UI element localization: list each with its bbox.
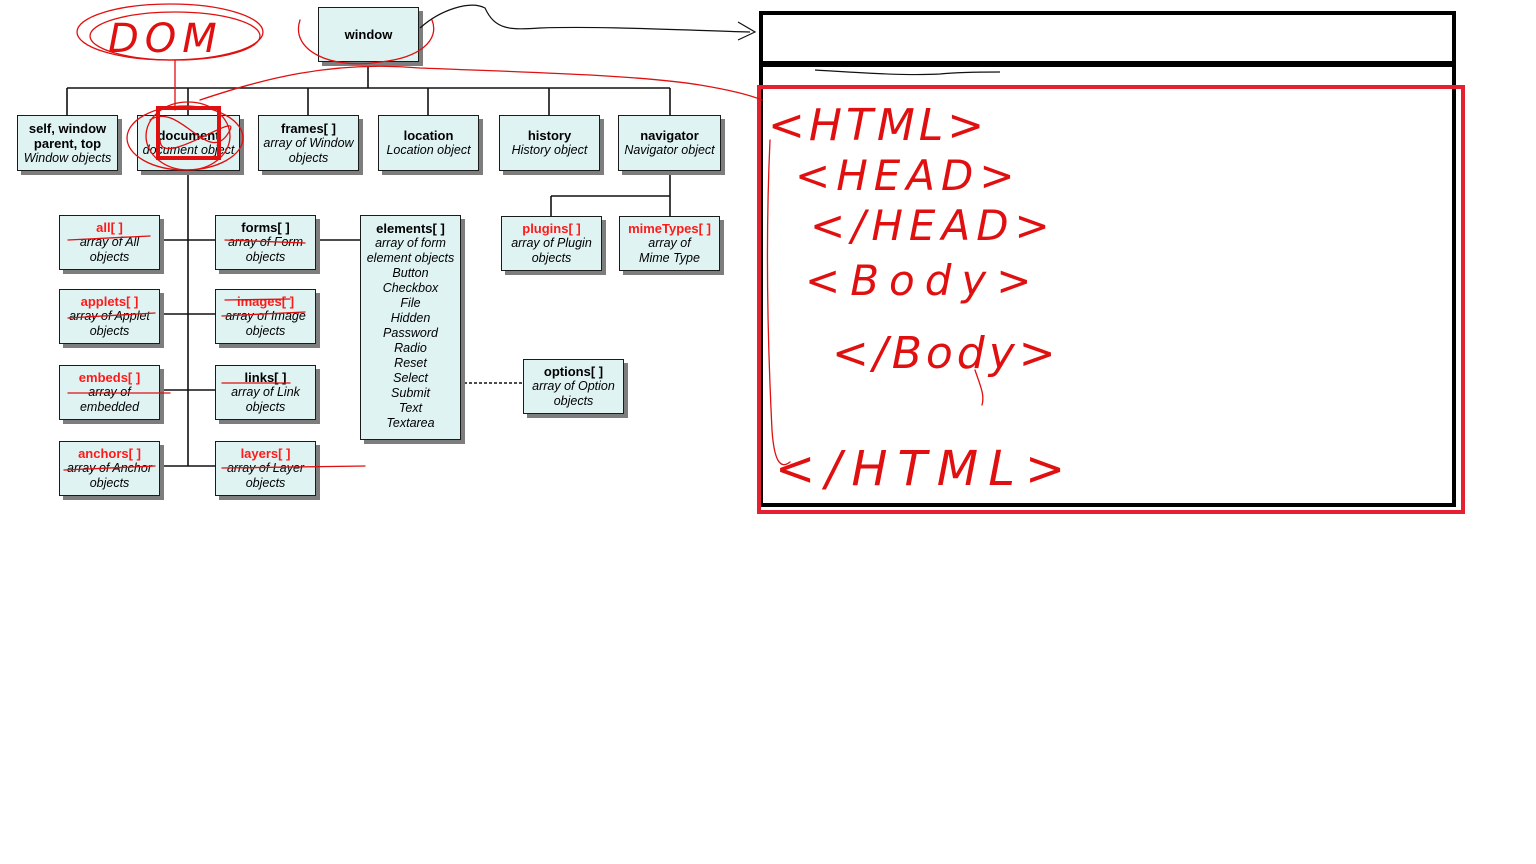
embeds-sub: array of embedded [79,385,140,414]
all-title: all[ ] [96,220,123,235]
embeds-title: embeds[ ] [78,370,141,385]
elements-title: elements[ ] [376,221,445,236]
frames-sub: array of Window objects [263,135,354,165]
all-node: all[ ] array of All objects [59,215,160,270]
layers-title: layers[ ] [240,446,291,461]
self-title: self, window parent, top [28,120,107,151]
plugins-node: plugins[ ] array of Plugin objects [501,216,602,271]
mimetypes-node: mimeTypes[ ] array of Mime Type [619,216,720,271]
forms-node: forms[ ] array of Form objects [215,215,316,270]
layers-sub: array of Layer objects [226,461,305,490]
navigator-sub: Navigator object [624,143,715,157]
document-title: document [157,128,220,143]
location-sub: Location object [386,143,471,157]
layers-node: layers[ ] array of Layer objects [215,441,316,496]
links-title: links[ ] [244,370,287,385]
embeds-node: embeds[ ] array of embedded [59,365,160,420]
images-node: images[ ] array of Image objects [215,289,316,344]
options-title: options[ ] [543,364,604,379]
applets-title: applets[ ] [80,294,139,309]
anchors-node: anchors[ ] array of Anchor objects [59,441,160,496]
frames-node: frames[ ] array of Window objects [258,115,359,171]
links-node: links[ ] array of Link objects [215,365,316,420]
elements-node: elements[ ] array of form element object… [360,215,461,440]
location-title: location [403,128,454,143]
forms-sub: array of Form objects [227,235,303,264]
navigator-title: navigator [640,128,699,143]
location-node: location Location object [378,115,479,171]
options-node: options[ ] array of Option objects [523,359,624,414]
history-node: history History object [499,115,600,171]
anchors-sub: array of Anchor objects [67,461,152,490]
self-node: self, window parent, top Window objects [17,115,118,171]
options-sub: array of Option objects [532,379,615,408]
all-sub: array of All objects [79,235,140,264]
images-title: images[ ] [236,294,295,309]
forms-title: forms[ ] [241,220,290,235]
elements-sub: array of form element objects Button Che… [366,236,455,430]
plugins-title: plugins[ ] [522,221,581,236]
anchors-title: anchors[ ] [78,446,141,461]
mimetypes-sub: array of Mime Type [639,236,700,265]
history-sub: History object [511,143,588,157]
mimetypes-title: mimeTypes[ ] [628,221,711,236]
images-sub: array of Image objects [225,309,306,338]
document-sub: document object [142,143,235,157]
applets-node: applets[ ] array of Applet objects [59,289,160,344]
plugins-sub: array of Plugin objects [511,236,592,265]
links-sub: array of Link objects [231,385,300,414]
window-node: window [318,7,419,62]
frames-title: frames[ ] [281,120,336,136]
history-title: history [527,128,572,143]
applets-sub: array of Applet objects [69,309,150,338]
window-title: window [344,27,393,42]
self-sub: Window objects [23,150,112,165]
document-node: document document object [137,115,240,171]
navigator-node: navigator Navigator object [618,115,721,171]
